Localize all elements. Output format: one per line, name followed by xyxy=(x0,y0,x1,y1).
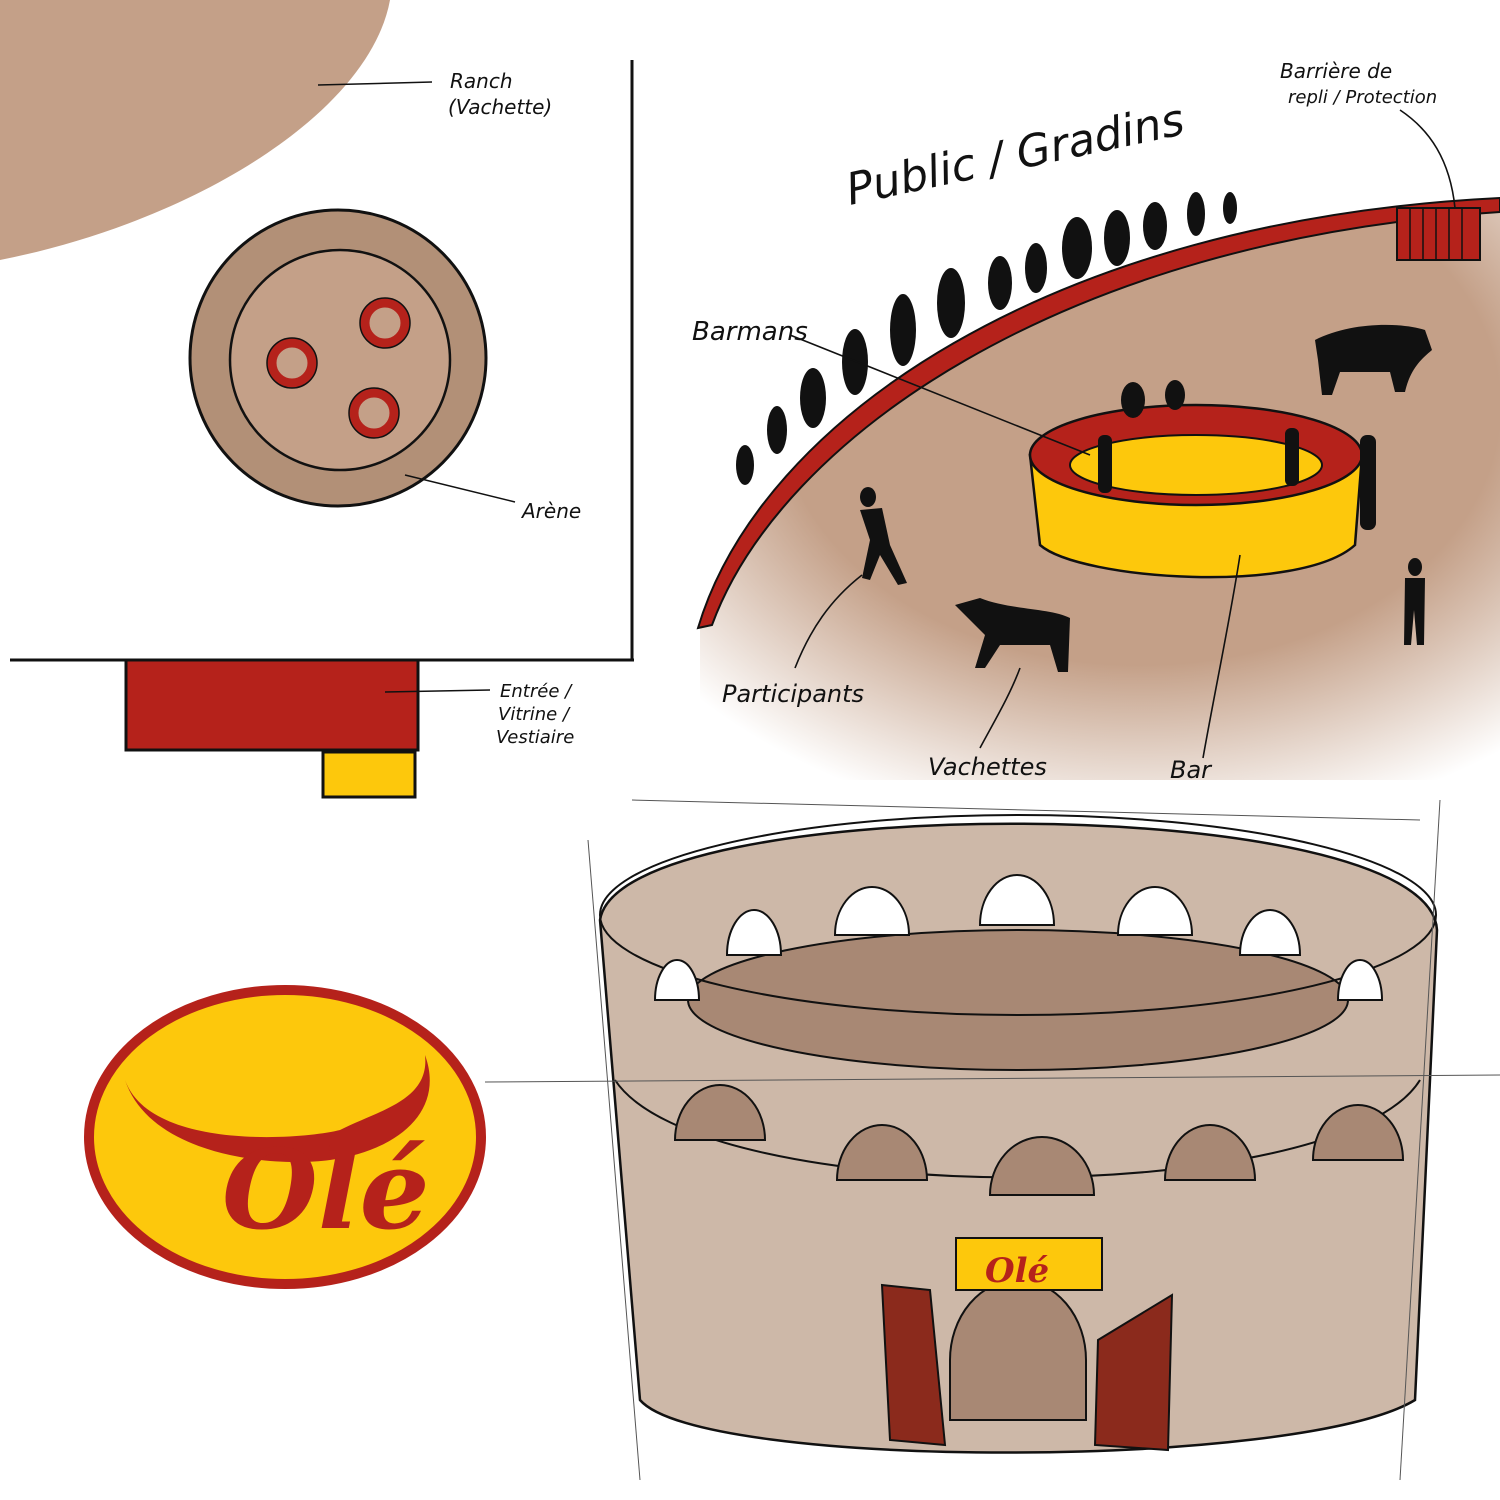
bar-counter xyxy=(1028,403,1364,579)
ole-logo xyxy=(84,985,486,1289)
barrier-label-line1: Barrière de xyxy=(1280,59,1392,83)
entrance-label-line1: Entrée / xyxy=(500,681,573,702)
arena-inner xyxy=(228,248,452,472)
cows-label: Vachettes xyxy=(928,753,1047,781)
arena-label: Arène xyxy=(520,499,581,523)
barmen-label: Barmans xyxy=(692,317,808,347)
entrance-block xyxy=(124,658,420,752)
bar-rings xyxy=(267,298,410,438)
ranch-label-line1: Ranch xyxy=(450,69,513,93)
amphitheatre-drawing xyxy=(598,814,1439,1454)
entrance-annex xyxy=(321,750,417,799)
perspective-guides xyxy=(484,799,1500,1481)
ranch-label-line2: (Vachette) xyxy=(448,95,552,119)
protective-barrier-wall xyxy=(696,196,1500,630)
barrier-gate xyxy=(1396,207,1481,261)
ranch-area xyxy=(0,0,390,260)
barrier-label-line2: repli / Protection xyxy=(1288,87,1437,108)
barmen-silhouettes xyxy=(1098,380,1376,530)
logo-text: Olé xyxy=(222,1125,430,1254)
participants-label: Participants xyxy=(722,680,864,708)
entrance-label-line2: Vitrine / xyxy=(498,704,571,725)
participant-silhouettes xyxy=(860,487,1425,645)
bar-label: Bar xyxy=(1170,756,1213,784)
crowd-silhouettes xyxy=(736,192,1237,485)
stands-title: Public / Gradins xyxy=(842,94,1189,215)
entrance-sign-text: Olé xyxy=(985,1251,1049,1291)
bull-silhouettes xyxy=(955,324,1432,672)
entrance-label-line3: Vestiaire xyxy=(496,727,574,748)
